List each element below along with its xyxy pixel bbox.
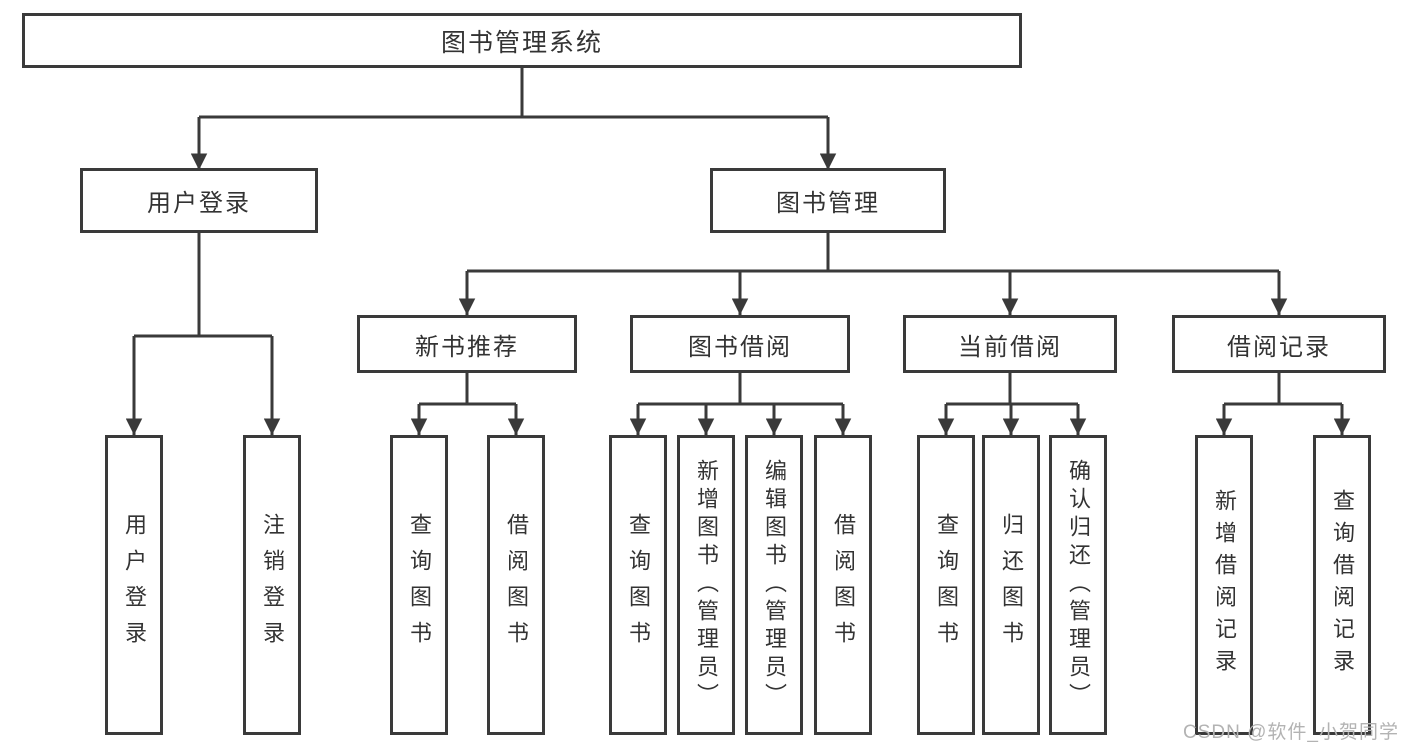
csdn-watermark: CSDN @软件_小贺同学 [1183, 722, 1399, 743]
leaf-label: 借阅图书 [504, 513, 529, 657]
leaf-label: 用户登录 [122, 513, 147, 657]
node-root-label: 图书管理系统 [440, 28, 603, 57]
leaf-borrow-books-borrow: 借阅图书 [814, 435, 872, 735]
connector-bookmgmt-to-level3 [458, 233, 1288, 315]
leaf-label: 归还图书 [999, 513, 1024, 657]
leaf-label: 注销登录 [260, 513, 285, 657]
node-label: 借阅记录 [1227, 333, 1331, 361]
leaf-label: 查询图书 [934, 513, 959, 657]
leaf-label: 查询图书 [626, 513, 651, 657]
connector-currentborrow-to-leaves [937, 373, 1087, 435]
node-root-system: 图书管理系统 [22, 13, 1022, 68]
connector-userlogin-to-leaves [125, 233, 281, 435]
leaf-query-books-borrow: 查询图书 [609, 435, 667, 735]
node-label: 新书推荐 [415, 333, 519, 361]
node-label: 用户登录 [147, 190, 251, 217]
leaf-query-books-newbook: 查询图书 [390, 435, 448, 735]
connector-borrowrecord-to-leaves [1215, 373, 1351, 435]
leaf-label: 借阅图书 [831, 513, 856, 657]
node-book-management-branch: 图书管理 [710, 168, 946, 233]
leaf-query-books-current: 查询图书 [917, 435, 975, 735]
node-label: 图书借阅 [688, 333, 792, 361]
node-label: 当前借阅 [958, 333, 1062, 361]
leaf-borrow-books-newbook: 借阅图书 [487, 435, 545, 735]
leaf-label: 新增借阅记录 [1212, 489, 1237, 681]
node-current-borrow: 当前借阅 [903, 315, 1117, 373]
leaf-label: 查询图书 [407, 513, 432, 657]
leaf-query-borrow-record: 查询借阅记录 [1313, 435, 1371, 735]
connector-bookborrow-to-leaves [629, 373, 852, 435]
leaf-add-borrow-record: 新增借阅记录 [1195, 435, 1253, 735]
leaf-logout: 注销登录 [243, 435, 301, 735]
leaf-label: 查询借阅记录 [1330, 489, 1355, 681]
node-user-login-branch: 用户登录 [80, 168, 318, 233]
leaf-user-login: 用户登录 [105, 435, 163, 735]
leaf-label: 新增图书（管理员） [694, 459, 719, 711]
node-new-book-recommend: 新书推荐 [357, 315, 577, 373]
leaf-label: 确认归还（管理员） [1066, 459, 1091, 711]
leaf-add-books-admin: 新增图书（管理员） [677, 435, 735, 735]
connector-root-to-level2 [190, 68, 837, 170]
node-borrow-record: 借阅记录 [1172, 315, 1386, 373]
node-label: 图书管理 [776, 190, 880, 217]
leaf-edit-books-admin: 编辑图书（管理员） [745, 435, 803, 735]
node-book-borrow: 图书借阅 [630, 315, 850, 373]
leaf-label: 编辑图书（管理员） [762, 459, 787, 711]
leaf-return-books: 归还图书 [982, 435, 1040, 735]
connector-newbooks-to-leaves [410, 373, 525, 435]
leaf-confirm-return-admin: 确认归还（管理员） [1049, 435, 1107, 735]
